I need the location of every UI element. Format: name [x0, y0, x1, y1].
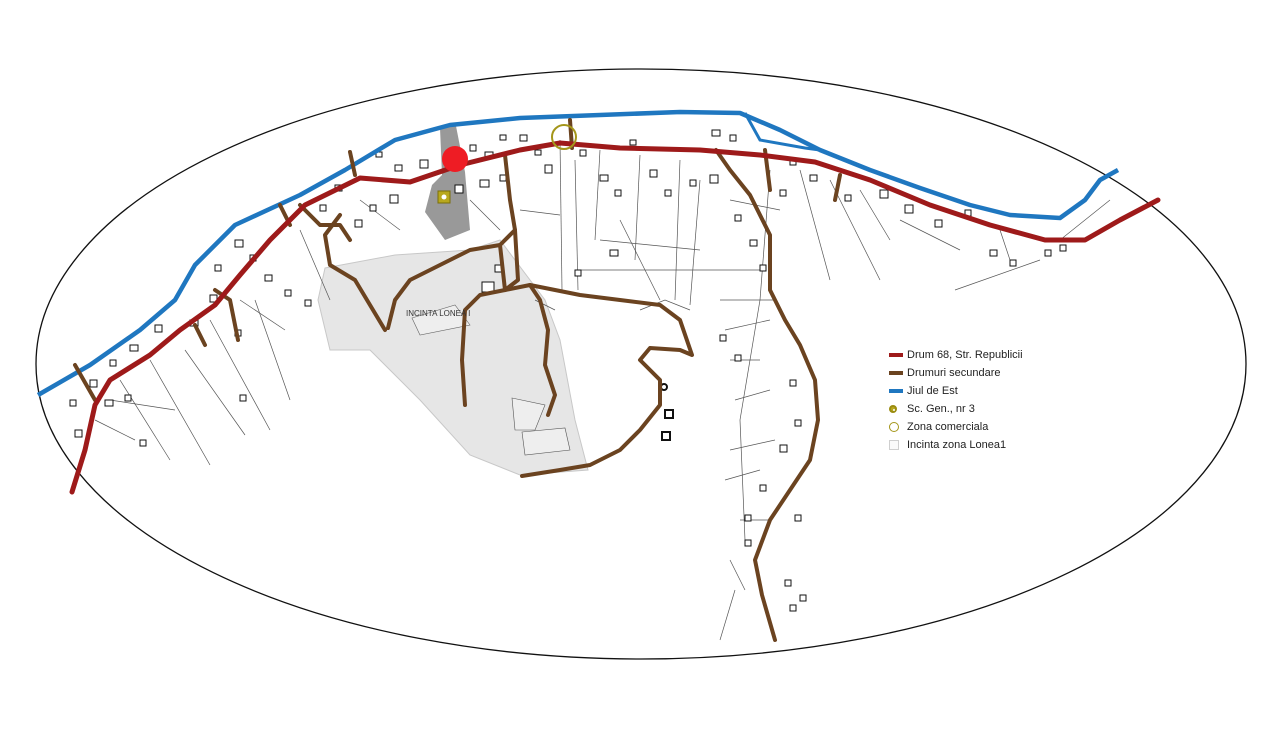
secondary-road-swatch: [889, 371, 903, 375]
legend-item-secondary-roads: Drumuri secundare: [889, 364, 1023, 382]
legend-item-commercial: Zona comerciala: [889, 418, 1023, 436]
incinta-lonea-label: INCINTA LONEA I: [406, 309, 470, 318]
legend-item-main-road: Drum 68, Str. Republicii: [889, 346, 1023, 364]
legend-label: Incinta zona Lonea1: [907, 439, 1007, 451]
zone-fan-shape-2: [521, 427, 571, 456]
school-icon: [889, 405, 897, 413]
street-network: [94, 139, 1111, 641]
river-branch: [743, 112, 821, 152]
legend-label: Jiul de Est: [907, 385, 958, 397]
legend-label: Drum 68, Str. Republicii: [907, 349, 1023, 361]
legend-item-school: Sc. Gen., nr 3: [889, 400, 1023, 418]
main-road-drum-68: [69, 140, 1161, 495]
legend-label: Drumuri secundare: [907, 367, 1001, 379]
zone-fan-shape-1: [511, 397, 546, 431]
legend-label: Sc. Gen., nr 3: [907, 403, 975, 415]
river-jiul-de-est: [36, 109, 1120, 397]
location-marker[interactable]: [442, 146, 468, 172]
river-swatch: [889, 389, 903, 393]
school-icon-dot: [441, 194, 447, 200]
commercial-zone-ring[interactable]: [551, 124, 577, 150]
legend-item-zone: Incinta zona Lonea1: [889, 436, 1023, 454]
legend-item-river: Jiul de Est: [889, 382, 1023, 400]
ring-icon: [889, 422, 899, 432]
main-road-swatch: [889, 353, 903, 357]
secondary-roads: [73, 118, 842, 642]
legend-label: Zona comerciala: [907, 421, 989, 433]
zone-inner-shape: [411, 304, 471, 336]
map-legend: Drum 68, Str. Republicii Drumuri secunda…: [889, 346, 1023, 454]
area-icon: [889, 440, 899, 450]
map-frame: [35, 68, 1247, 660]
